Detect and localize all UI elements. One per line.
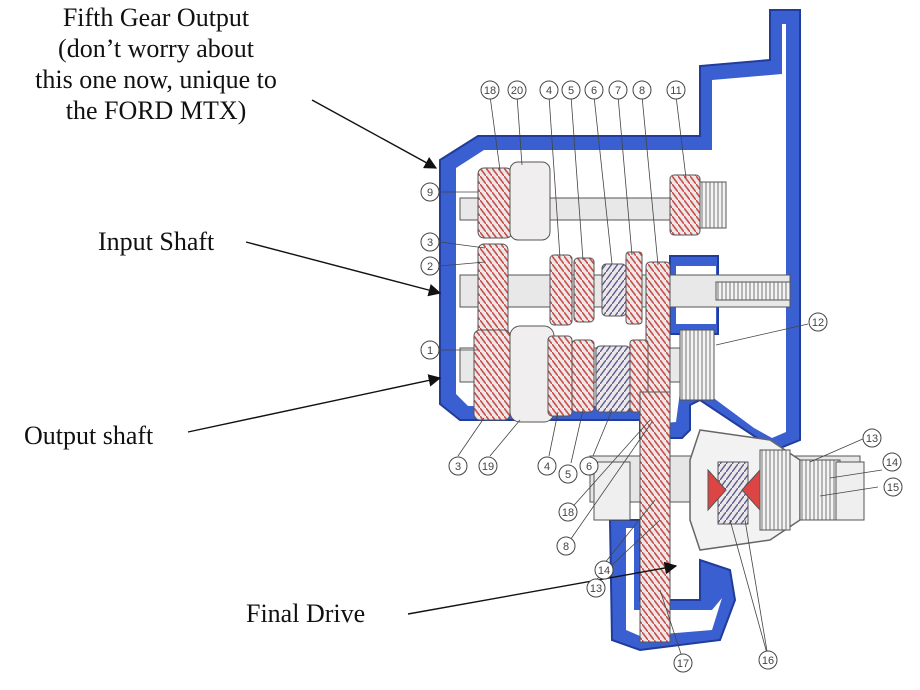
svg-text:18: 18 xyxy=(484,85,496,97)
callout-4-top: 4 xyxy=(539,80,559,100)
callout-9: 9 xyxy=(420,182,440,202)
fifth-gear-line-3: this one now, unique to xyxy=(35,65,277,94)
svg-text:20: 20 xyxy=(511,85,523,97)
callout-18-top: 18 xyxy=(480,80,500,100)
fifth-gear-line-1: Fifth Gear Output xyxy=(62,3,250,32)
callout-11: 11 xyxy=(666,80,686,100)
differential xyxy=(589,391,865,643)
callout-14-right: 14 xyxy=(882,452,902,472)
svg-text:17: 17 xyxy=(677,658,689,670)
svg-text:5: 5 xyxy=(565,469,571,481)
svg-text:15: 15 xyxy=(887,482,899,494)
callout-3-lower: 3 xyxy=(448,456,468,476)
svg-text:12: 12 xyxy=(812,317,824,329)
svg-text:14: 14 xyxy=(886,457,898,469)
svg-text:14: 14 xyxy=(598,565,610,577)
fifth-gear-line-4: the FORD MTX) xyxy=(65,96,247,125)
output-gears xyxy=(473,325,715,423)
callout-8-bottom: 8 xyxy=(556,536,576,556)
svg-text:18: 18 xyxy=(562,507,574,519)
svg-text:5: 5 xyxy=(568,85,574,97)
svg-text:4: 4 xyxy=(546,85,552,97)
output-shaft-label: Output shaft xyxy=(24,421,154,450)
callout-3-upper: 3 xyxy=(420,232,440,252)
callout-leaders xyxy=(439,95,883,661)
callout-4-bottom: 4 xyxy=(537,456,557,476)
fifth-gear-line-2: (don’t worry about xyxy=(58,34,254,63)
final-drive-label: Final Drive xyxy=(246,599,366,628)
svg-text:9: 9 xyxy=(427,187,433,199)
callout-16: 16 xyxy=(758,650,778,670)
callout-14-bottom: 14 xyxy=(594,560,614,580)
svg-text:13: 13 xyxy=(590,583,602,595)
svg-text:6: 6 xyxy=(586,461,592,473)
svg-text:4: 4 xyxy=(544,461,550,473)
svg-text:7: 7 xyxy=(615,85,621,97)
fifth-gear-cluster xyxy=(477,161,727,241)
svg-text:1: 1 xyxy=(427,345,433,357)
callout-12: 12 xyxy=(808,312,828,332)
label-arrows xyxy=(187,99,678,615)
svg-text:8: 8 xyxy=(639,85,645,97)
input-shaft-label: Input Shaft xyxy=(98,227,215,256)
callout-13-bottom: 13 xyxy=(586,578,606,598)
svg-text:3: 3 xyxy=(455,461,461,473)
fifth-gear-output-label: Fifth Gear Output (don’t worry about thi… xyxy=(0,2,312,126)
callout-17: 17 xyxy=(673,653,693,673)
callout-15: 15 xyxy=(883,477,903,497)
callout-2: 2 xyxy=(420,256,440,276)
svg-text:16: 16 xyxy=(762,655,774,667)
svg-text:19: 19 xyxy=(482,461,494,473)
callout-7: 7 xyxy=(608,80,628,100)
callout-5-top: 5 xyxy=(561,80,581,100)
svg-text:11: 11 xyxy=(670,85,681,97)
callout-13-right: 13 xyxy=(862,428,882,448)
callout-6-bottom: 6 xyxy=(579,456,599,476)
svg-text:6: 6 xyxy=(591,85,597,97)
callout-8-top: 8 xyxy=(632,80,652,100)
svg-text:3: 3 xyxy=(427,237,433,249)
callout-markers: 18 20 4 5 6 7 8 11 9 3 2 1 12 3 19 4 5 6… xyxy=(420,80,903,673)
svg-text:8: 8 xyxy=(563,541,569,553)
callout-1: 1 xyxy=(420,340,440,360)
svg-text:2: 2 xyxy=(427,261,433,273)
svg-text:13: 13 xyxy=(866,433,878,445)
callout-20: 20 xyxy=(507,80,527,100)
callout-6-top: 6 xyxy=(584,80,604,100)
callout-18-bottom: 18 xyxy=(558,502,578,522)
callout-19: 19 xyxy=(478,456,498,476)
callout-5-bottom: 5 xyxy=(558,464,578,484)
